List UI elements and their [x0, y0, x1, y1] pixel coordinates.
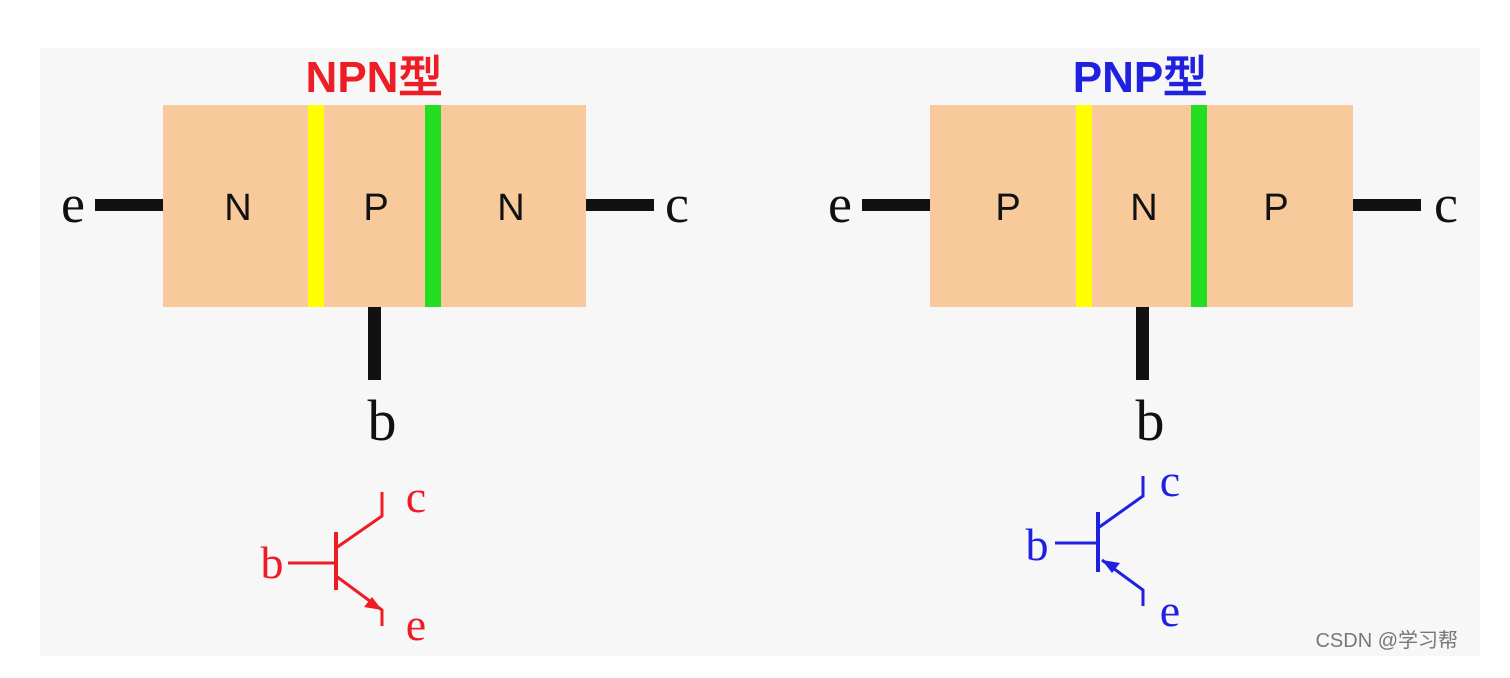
pnp-symbol-label-b: b [1026, 519, 1049, 570]
npn-junction-eb [308, 105, 324, 307]
npn-terminal-e: e [61, 174, 85, 234]
pnp-region-collector: P [1263, 187, 1288, 229]
pnp-symbol-emitter-arrow [1102, 560, 1120, 573]
npn-structure: NPN型 N P N e c b [61, 53, 689, 453]
pnp-structure: PNP型 P N P e c b [828, 53, 1458, 453]
pnp-junction-bc [1191, 105, 1207, 307]
pnp-symbol-collector [1097, 476, 1145, 530]
npn-collector-lead [586, 199, 654, 211]
pnp-symbol-emitter [1101, 558, 1145, 606]
npn-terminal-b: b [368, 388, 397, 453]
npn-symbol-label-b: b [261, 537, 284, 588]
npn-junction-bc [425, 105, 441, 307]
pnp-terminal-b: b [1136, 388, 1165, 453]
pnp-symbol-label-c: c [1160, 455, 1180, 506]
npn-symbol-label-e: e [406, 599, 426, 650]
npn-body [163, 105, 586, 307]
npn-region-base: P [363, 187, 388, 229]
pnp-emitter-lead [862, 199, 930, 211]
npn-base-lead [368, 307, 381, 380]
npn-region-emitter: N [224, 187, 251, 229]
npn-region-collector: N [497, 187, 524, 229]
npn-symbol [288, 492, 384, 626]
npn-symbol-emitter-arrow [364, 597, 382, 610]
watermark: CSDN @学习帮 [1315, 629, 1458, 652]
npn-symbol-collector [335, 492, 384, 550]
pnp-region-base: N [1130, 187, 1157, 229]
pnp-symbol-label-e: e [1160, 585, 1180, 636]
pnp-body [930, 105, 1353, 307]
pnp-base-lead [1136, 307, 1149, 380]
pnp-terminal-c: c [1434, 174, 1458, 234]
pnp-symbol [1055, 476, 1145, 606]
npn-title: NPN型 [306, 53, 443, 102]
npn-terminal-c: c [665, 174, 689, 234]
pnp-region-emitter: P [995, 187, 1020, 229]
pnp-terminal-e: e [828, 174, 852, 234]
pnp-collector-lead [1353, 199, 1421, 211]
pnp-junction-eb [1076, 105, 1092, 307]
npn-symbol-label-c: c [406, 471, 426, 522]
npn-emitter-lead [95, 199, 163, 211]
pnp-title: PNP型 [1073, 53, 1207, 102]
